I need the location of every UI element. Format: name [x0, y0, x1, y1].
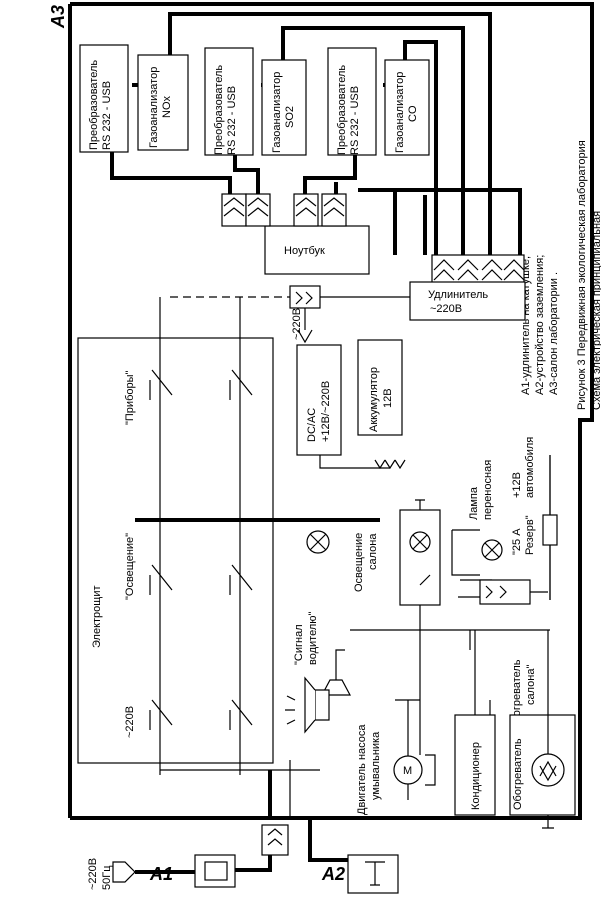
svg-text:M: M	[403, 765, 412, 777]
svg-text:RS 232 - USB: RS 232 - USB	[101, 81, 113, 150]
extender: Удлинитель ~220В	[409, 254, 526, 321]
panel-lamp	[306, 530, 330, 554]
svg-text:Газоанализатор: Газоанализатор	[271, 72, 283, 153]
grounding: A2	[308, 845, 399, 894]
wire-co	[403, 40, 438, 255]
breaker-main-label: ~220В	[124, 706, 136, 738]
svg-text:~220В: ~220В	[87, 858, 99, 890]
svg-text:Лампа: Лампа	[468, 486, 480, 520]
analyzer-co: Газоанализатор CO	[384, 59, 430, 156]
a2-label: A2	[321, 864, 345, 884]
converter-1: Преобразователь RS 232 - USB	[79, 44, 129, 153]
svg-text:водителю": водителю"	[307, 612, 319, 665]
svg-text:Резерв": Резерв"	[524, 515, 536, 555]
converter-2: Преобразователь RS 232 - USB	[204, 47, 254, 156]
svg-text:RS 232 - USB: RS 232 - USB	[349, 86, 361, 155]
analyzer-so2: Газоанализатор SO2	[261, 59, 307, 156]
svg-text:автомобиля: автомобиля	[524, 437, 536, 498]
svg-text:RS 232 - USB: RS 232 - USB	[226, 86, 238, 155]
battery: Аккумулятор 12В	[357, 339, 403, 436]
cabin-lighting: Освещение салона	[353, 499, 441, 606]
svg-text:Газоанализатор: Газоанализатор	[394, 72, 406, 153]
breaker-instruments-label: "Приборы"	[124, 370, 136, 425]
wire-conv3	[303, 155, 357, 195]
caption-title: Рисунок 3 Передвижная экологическая лабо…	[576, 140, 588, 410]
svg-text:умывальника: умывальника	[370, 731, 382, 800]
legend-a2: A2-устройство заземления;	[534, 255, 546, 395]
inverter: ~220В DC/AC +12В/~220В	[291, 308, 406, 470]
svg-text:"25 А: "25 А	[511, 528, 523, 555]
panel-label: Электрощит	[91, 585, 103, 648]
wire-conv1	[110, 152, 232, 195]
fuse: "25 А Резерв" +12В автомобиля	[511, 437, 558, 600]
svg-text:12В: 12В	[382, 388, 394, 408]
svg-text:~220В: ~220В	[291, 308, 303, 340]
converter-3: Преобразователь RS 232 - USB	[327, 47, 377, 156]
pump-motor: Двигатель насоса умывальника M	[356, 699, 436, 815]
heater: "Обогреватель салона" Обогреватель	[509, 630, 576, 829]
svg-text:"Сигнал: "Сигнал	[293, 624, 305, 665]
svg-text:+12В: +12В	[511, 472, 523, 498]
svg-text:Обогреватель: Обогреватель	[512, 738, 524, 810]
svg-text:50Гц: 50Гц	[101, 865, 113, 890]
svg-text:Освещение: Освещение	[353, 533, 365, 592]
svg-text:DC/AC: DC/AC	[306, 408, 318, 442]
legend-a3: A3-салон лаборатории .	[548, 272, 560, 395]
wire-conv2	[233, 155, 260, 195]
caption: Рисунок 3 Передвижная экологическая лабо…	[520, 140, 601, 410]
svg-text:салона: салона	[367, 533, 379, 570]
svg-text:+12В/~220В: +12В/~220В	[320, 381, 332, 442]
wire-nox	[168, 12, 492, 255]
cabin-frame	[68, 2, 594, 845]
svg-text:салона": салона"	[525, 665, 537, 705]
analyzer-nox: Газоанализатор NOx	[137, 54, 189, 151]
a1-label: A1	[149, 864, 173, 884]
driver-signal: "Сигнал водителю"	[285, 612, 351, 734]
conditioner: Кондиционер	[454, 630, 496, 816]
svg-text:Ноутбук: Ноутбук	[284, 245, 325, 257]
svg-text:Аккумулятор: Аккумулятор	[368, 367, 380, 432]
svg-text:Преобразователь: Преобразователь	[336, 65, 348, 155]
svg-text:SO2: SO2	[284, 106, 296, 128]
caption-subtitle: Схема электрическая принципиальная	[591, 211, 601, 410]
svg-text:переносная: переносная	[482, 460, 494, 520]
svg-text:CO: CO	[407, 105, 419, 122]
electrical-panel: Электрощит "Приборы" "Освещение" ~220В	[77, 297, 380, 818]
zone-a3-label: A3	[48, 5, 68, 29]
laptop: Ноутбук	[221, 193, 370, 275]
svg-text:Двигатель насоса: Двигатель насоса	[356, 724, 368, 815]
breaker-lighting-label: "Освещение"	[124, 533, 136, 600]
svg-text:Кондиционер: Кондиционер	[470, 742, 482, 810]
socket-plug	[170, 285, 410, 309]
svg-text:Газоанализатор: Газоанализатор	[148, 67, 160, 148]
svg-text:NOx: NOx	[161, 96, 173, 119]
svg-text:~220В: ~220В	[430, 303, 462, 315]
svg-text:Преобразователь: Преобразователь	[213, 65, 225, 155]
wire-laptop-bus	[358, 188, 522, 255]
svg-text:Удлинитель: Удлинитель	[428, 289, 488, 301]
portable-lamp: Лампа переносная	[451, 460, 548, 605]
wire-so2	[281, 26, 465, 255]
svg-text:Преобразователь: Преобразователь	[88, 60, 100, 150]
mains-input: A1 ~220В 50Гц	[87, 770, 289, 890]
